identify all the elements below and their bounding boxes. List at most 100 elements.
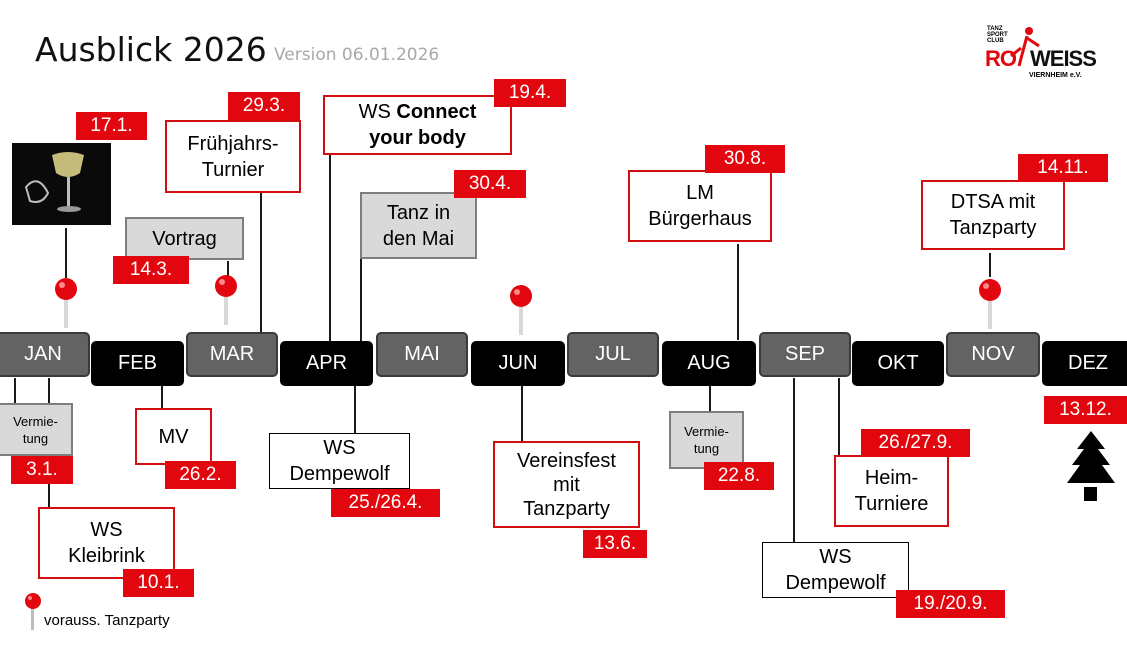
event-heim-turniere: Heim- Turniere (834, 455, 949, 527)
event-label: mit (553, 473, 580, 496)
month-aug: AUG (662, 341, 756, 386)
event-label: Vermie- (684, 424, 729, 439)
connector (48, 483, 50, 508)
event-label: WS (90, 519, 123, 541)
date-badge: 14.11. (1018, 154, 1108, 182)
pin-icon (25, 593, 41, 630)
date-badge: 30.8. (705, 145, 785, 173)
logo-line2: SPORT (987, 32, 1008, 38)
date-badge: 29.3. (228, 92, 300, 120)
event-label: Frühjahrs- (187, 132, 279, 155)
event-tanz-in-den-mai: Tanz in den Mai (360, 192, 477, 259)
pin-icon (55, 278, 77, 328)
champagne-image (12, 143, 111, 225)
dancer-icon (1010, 27, 1040, 67)
pin-icon (510, 285, 532, 335)
month-mai: MAI (376, 332, 468, 377)
date-badge: 26./27.9. (861, 429, 970, 457)
logo-city: VIERNHEIM e.V. (1029, 72, 1082, 79)
month-apr: APR (280, 341, 373, 386)
event-vermietung-jan: Vermie- tung (0, 403, 73, 456)
event-label: Dempewolf (289, 463, 390, 485)
legend-label: vorauss. Tanzparty (44, 612, 170, 629)
event-label: Vereinsfest (517, 449, 616, 472)
event-label: WS Connect (358, 101, 477, 123)
event-label: Dempewolf (785, 572, 886, 594)
event-ws-dempewolf-apr: WS Dempewolf (269, 433, 410, 489)
month-jan: JAN (0, 332, 90, 377)
date-badge: 22.8. (704, 462, 774, 490)
event-label: DTSA mit (950, 191, 1036, 213)
date-badge: 26.2. (165, 461, 236, 489)
event-label: tung (693, 441, 720, 456)
connector (793, 378, 795, 543)
event-label: den Mai (382, 227, 455, 250)
month-mar: MAR (186, 332, 278, 377)
page-title: Ausblick 2026 (35, 30, 267, 69)
event-label: MV (158, 425, 189, 448)
logo-line1: TANZ (987, 26, 1003, 32)
connector (360, 258, 362, 342)
connector (709, 386, 711, 412)
date-badge: 13.12. (1044, 396, 1127, 424)
month-nov: NOV (946, 332, 1040, 377)
logo-line3: CLUB (987, 38, 1004, 44)
pin-icon (979, 279, 1001, 329)
connector (521, 386, 523, 442)
connector (354, 386, 356, 434)
event-vereinsfest: Vereinsfest mit Tanzparty (493, 441, 640, 528)
event-dtsa: DTSA mit Tanzparty (921, 180, 1065, 250)
date-badge: 19./20.9. (896, 590, 1005, 618)
date-badge: 3.1. (11, 456, 73, 484)
version-label: Version 06.01.2026 (274, 45, 440, 65)
date-badge: 17.1. (76, 112, 147, 140)
month-jul: JUL (567, 332, 659, 377)
date-badge: 10.1. (123, 569, 194, 597)
event-label: Turnier (201, 158, 265, 181)
event-label: Bürgerhaus (648, 208, 752, 230)
event-label: Vermie- (13, 413, 58, 429)
event-mv: MV (135, 408, 212, 465)
connector (161, 386, 163, 410)
date-badge: 13.6. (583, 530, 647, 558)
date-badge: 14.3. (113, 256, 189, 284)
month-dez: DEZ (1042, 341, 1127, 386)
event-vortrag: Vortrag (125, 217, 244, 260)
connector (838, 378, 840, 456)
event-label: tung (22, 430, 49, 446)
event-label: Turniere (854, 493, 929, 515)
event-label: WS (819, 546, 852, 568)
month-feb: FEB (91, 341, 184, 386)
connector (65, 228, 67, 278)
date-badge: 25./26.4. (331, 489, 440, 517)
logo-rot: RO (985, 46, 1017, 71)
pin-icon (215, 275, 237, 325)
connector (227, 261, 229, 277)
connector (737, 244, 739, 340)
event-label: Vortrag (152, 227, 217, 250)
event-label: Heim- (864, 467, 919, 489)
connector (989, 253, 991, 277)
event-vermietung-aug: Vermie- tung (669, 411, 744, 469)
date-badge: 19.4. (494, 79, 566, 107)
month-okt: OKT (852, 341, 944, 386)
month-sep: SEP (759, 332, 851, 377)
event-fruehjahrsturnier: Frühjahrs- Turnier (165, 120, 301, 193)
date-badge: 30.4. (454, 170, 526, 198)
event-label: Tanzparty (523, 497, 610, 520)
event-lm-buergerhaus: LM Bürgerhaus (628, 170, 772, 242)
event-label: LM (686, 182, 714, 204)
connector (329, 152, 331, 342)
event-label: Tanzparty (949, 217, 1037, 239)
connector (14, 378, 16, 404)
event-label: your body (369, 127, 466, 149)
event-ws-kleibrink: WS Kleibrink (38, 507, 175, 579)
month-jun: JUN (471, 341, 565, 386)
event-label: Tanz in (386, 201, 451, 224)
connector (48, 378, 50, 404)
christmas-tree-icon (1067, 431, 1115, 501)
event-label: Kleibrink (68, 545, 145, 567)
event-ws-connect: WS Connect your body (323, 95, 512, 155)
connector (260, 193, 262, 333)
